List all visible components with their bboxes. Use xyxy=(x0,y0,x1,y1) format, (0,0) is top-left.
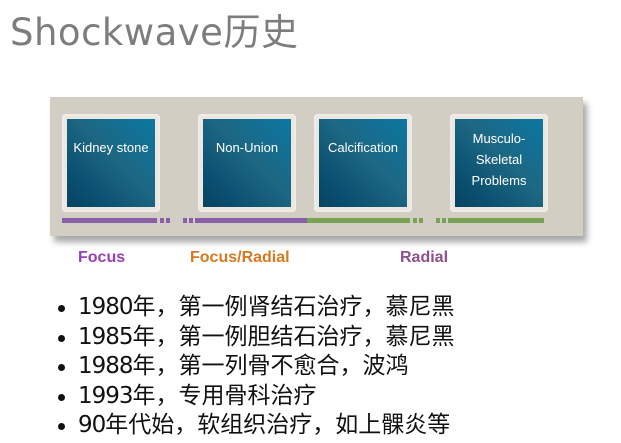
timeline-tile-musculoskeletal: Musculo- Skeletal Problems xyxy=(450,114,548,212)
bullet-dot-icon xyxy=(58,334,65,342)
tile-box: Calcification xyxy=(319,119,407,207)
bullet-item: 1980年，第一例肾结石治疗，慕尼黑 xyxy=(58,293,455,323)
bullet-year: 90 xyxy=(78,412,106,438)
slide-title: Shockwave历史 xyxy=(10,11,299,54)
focus-bar-segment xyxy=(62,218,157,223)
focus-bar-dash xyxy=(183,218,187,223)
timeline-tile-kidney-stone: Kidney stone xyxy=(62,114,160,212)
bullet-year: 1985 xyxy=(78,323,134,350)
bullet-text: 年，第一例肾结石治疗，慕尼黑 xyxy=(132,294,455,320)
tile-label: Musculo- Skeletal Problems xyxy=(471,131,527,188)
radial-bar-segment xyxy=(307,218,410,223)
bullet-text: 年代始，软组织治疗，如上髁炎等 xyxy=(105,412,451,438)
tile-box: Kidney stone xyxy=(67,119,155,207)
radial-bar-dash xyxy=(442,218,446,223)
bullet-item: 90年代始，软组织治疗，如上髁炎等 xyxy=(58,411,455,441)
segment-label-focus: Focus xyxy=(78,249,126,266)
focus-radial-bar-segment xyxy=(195,218,307,223)
radial-bar-dash xyxy=(413,218,417,223)
history-bullet-list: 1980年，第一例肾结石治疗，慕尼黑 1985年，第一例胆结石治疗，慕尼黑 19… xyxy=(58,293,455,441)
radial-bar-segment xyxy=(448,218,544,223)
bullet-year: 1993 xyxy=(78,382,134,409)
timeline-tile-non-union: Non-Union xyxy=(198,114,296,212)
radial-bar-dash xyxy=(436,218,440,223)
tile-label: Non-Union xyxy=(215,140,279,155)
tile-label: Kidney stone xyxy=(73,140,149,155)
bullet-item: 1988年，第一列骨不愈合，波鸿 xyxy=(58,352,455,382)
bullet-text: 年，第一列骨不愈合，波鸿 xyxy=(132,353,409,379)
radial-bar-dash xyxy=(419,218,423,223)
focus-bar-dash xyxy=(166,218,170,223)
focus-bar-dash xyxy=(160,218,164,223)
bullet-dot-icon xyxy=(58,305,65,312)
bullet-text: 年，专用骨科治疗 xyxy=(132,382,317,409)
tile-label: Calcification xyxy=(327,140,399,155)
bullet-dot-icon xyxy=(58,393,65,401)
timeline-panel: Kidney stone Non-Union Calcification Mus… xyxy=(50,97,583,236)
timeline-tile-calcification: Calcification xyxy=(314,114,412,212)
segment-label-focus-radial: Focus/Radial xyxy=(190,249,290,266)
segment-label-radial: Radial xyxy=(400,249,449,266)
bullet-year: 1980 xyxy=(78,294,134,320)
bullet-year: 1988 xyxy=(78,353,134,379)
tile-box: Non-Union xyxy=(203,119,291,207)
focus-bar-dash xyxy=(189,218,193,223)
bullet-text: 年，第一例胆结石治疗，慕尼黑 xyxy=(132,323,455,350)
bullet-item: 1993年，专用骨科治疗 xyxy=(58,382,455,412)
bullet-item: 1985年，第一例胆结石治疗，慕尼黑 xyxy=(58,323,455,353)
bullet-dot-icon xyxy=(58,364,65,371)
bullet-dot-icon xyxy=(58,423,65,430)
tile-box: Musculo- Skeletal Problems xyxy=(455,119,543,207)
